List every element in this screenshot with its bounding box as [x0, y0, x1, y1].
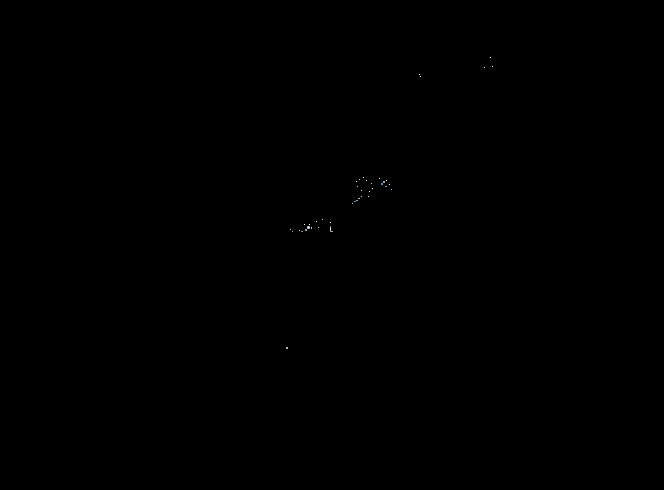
speck-bracket-stem: [330, 226, 331, 232]
speck-chain-10: [361, 190, 362, 191]
speck-blob-b-core: [381, 183, 383, 185]
speck-chain-8: [356, 181, 357, 182]
speck-lowerleft-2: [292, 231, 293, 232]
speck-blob-b-tail: [385, 186, 387, 187]
speck-mid-1: [316, 221, 317, 222]
speck-blob-b-halo: [383, 181, 385, 183]
speck-lowerleft-1: [290, 229, 291, 230]
speck-chain-3: [372, 188, 373, 189]
speck-chain-11: [391, 189, 392, 190]
speck-blob-b-edge: [389, 184, 390, 185]
speck-chain-5: [366, 180, 367, 181]
speck-blob-a-core: [305, 229, 307, 231]
speck-chain-7: [359, 179, 360, 180]
speck-streak-2: [356, 200, 358, 201]
speck-blob-a-edge: [311, 227, 312, 229]
speck-chain-1: [368, 196, 369, 197]
speck-blob-b-top: [379, 178, 380, 179]
speck-bracket-foot: [331, 231, 333, 232]
speck-isolated-lower: [286, 347, 288, 349]
speck-streak-tail: [352, 203, 353, 204]
speck-lowerleft-3: [299, 230, 300, 231]
speck-chain-2: [369, 191, 370, 192]
speck-isolated-b1: [490, 57, 491, 58]
speck-bracket-top: [330, 222, 331, 223]
speck-streak-3: [358, 198, 360, 199]
speck-blob-a-halo: [307, 226, 310, 229]
speck-chain-9: [357, 186, 358, 187]
speck-isolated-a1: [419, 74, 420, 75]
speck-blob-a-top: [304, 224, 305, 225]
speck-lowerleft-4: [301, 231, 303, 232]
speck-blob-a-spark: [309, 224, 310, 225]
speck-streak-head: [361, 196, 362, 197]
speck-isolated-b3: [492, 66, 493, 67]
speck-blob-b-spark: [386, 180, 387, 181]
speck-chain-4: [371, 183, 372, 184]
speck-chain-6: [363, 177, 364, 178]
speck-mid-3: [322, 219, 323, 220]
speck-isolated-a2: [420, 76, 421, 77]
speck-isolated-b2: [484, 67, 485, 68]
speck-mid-2: [318, 227, 319, 228]
speck-streak-1: [354, 201, 356, 202]
